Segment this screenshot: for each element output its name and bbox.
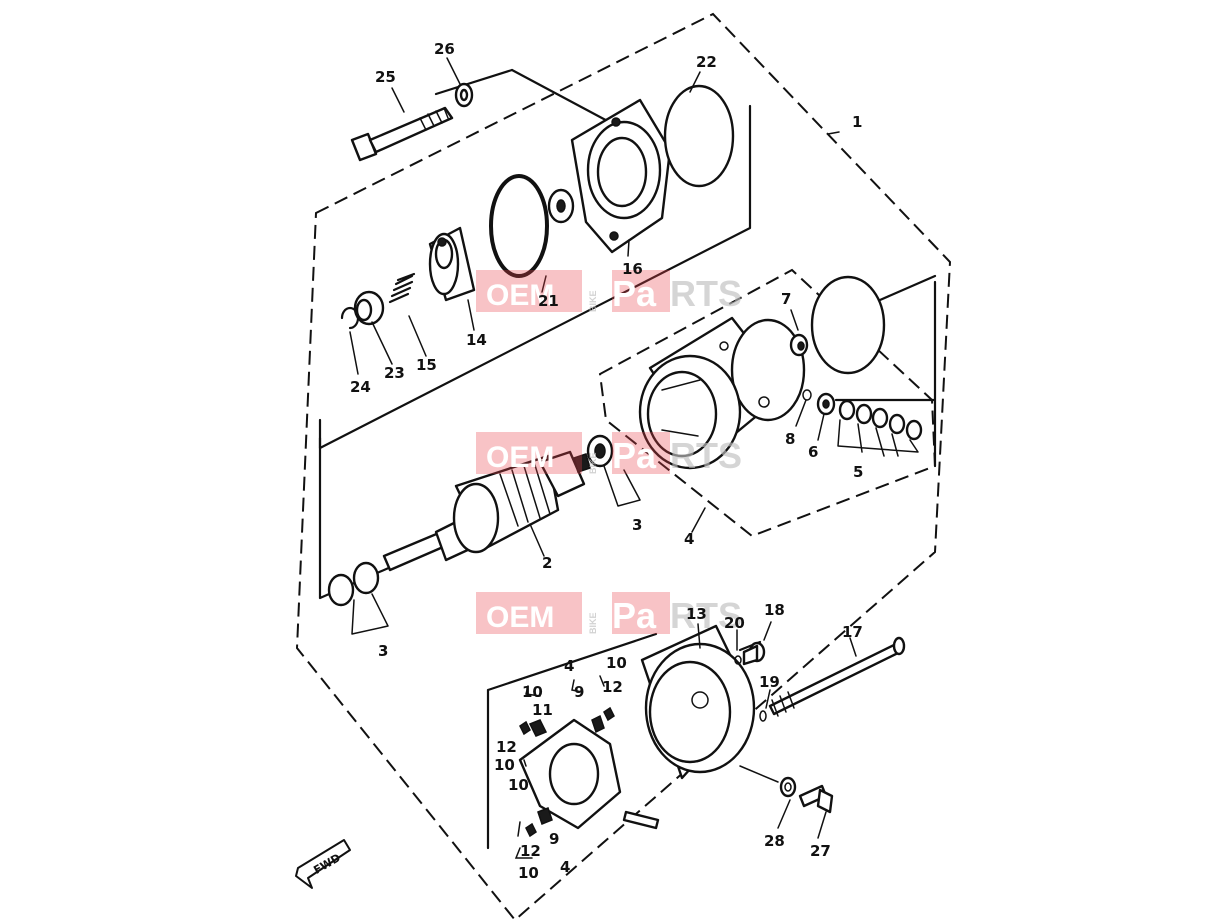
callout-9b: 9	[549, 830, 559, 848]
callout-19: 19	[759, 673, 780, 691]
callout-4c: 4	[560, 858, 570, 876]
washers-3-right	[586, 434, 641, 507]
callout-20: 20	[724, 614, 745, 632]
screw-18	[742, 641, 766, 666]
bolt-25	[350, 106, 454, 162]
callout-28: 28	[764, 832, 785, 850]
callouts: 1 22 25 26 16 21 14 15 23 24 7 8 6 5 3 4…	[350, 40, 863, 882]
callout-5: 5	[853, 463, 863, 481]
callout-10a: 10	[606, 654, 627, 672]
callout-12a: 12	[602, 678, 623, 696]
watermark-rts: RTS	[670, 273, 742, 314]
watermark-pa: Pa	[612, 595, 657, 636]
collar-23	[353, 290, 385, 326]
callout-8: 8	[785, 430, 795, 448]
gasket-right	[810, 275, 886, 375]
callout-12b: 12	[496, 738, 517, 756]
callout-2: 2	[542, 554, 552, 572]
callout-10d: 10	[508, 776, 529, 794]
callout-13: 13	[686, 605, 707, 623]
callout-4b: 4	[564, 657, 574, 675]
callout-3a: 3	[632, 516, 642, 534]
callout-24: 24	[350, 378, 371, 396]
callout-16: 16	[622, 260, 643, 278]
watermark-pa: Pa	[612, 435, 657, 476]
watermark-1: OEM BIKE Pa RTS	[476, 270, 742, 314]
o-ring-19	[759, 710, 767, 722]
washer-set-5	[837, 399, 923, 457]
watermark-bike: BIKE	[588, 452, 598, 474]
callout-21: 21	[538, 292, 559, 310]
nut-6	[816, 392, 836, 416]
callout-10c: 10	[494, 756, 515, 774]
callout-4a: 4	[684, 530, 694, 548]
assembly-boundary	[295, 12, 952, 922]
watermark-oem: OEM	[486, 601, 554, 634]
watermark-rts: RTS	[670, 595, 742, 636]
o-ring-8	[802, 389, 812, 401]
bolt-27	[798, 784, 834, 814]
callout-10e: 10	[518, 864, 539, 882]
small-brackets	[514, 675, 605, 859]
callout-26: 26	[434, 40, 455, 58]
callout-11: 11	[532, 701, 553, 719]
leader-lines	[349, 57, 857, 839]
washer-26	[454, 82, 474, 108]
gasket-22	[663, 84, 735, 188]
callout-3b: 3	[378, 642, 388, 660]
long-bolt-17	[768, 636, 906, 717]
rear-cover-13	[640, 624, 756, 780]
brush-nuts	[519, 706, 615, 838]
nut-7	[789, 333, 809, 357]
watermark-bike: BIKE	[588, 612, 598, 634]
callout-10b: 10	[522, 683, 543, 701]
callout-7: 7	[781, 290, 791, 308]
watermark-oem: OEM	[486, 279, 554, 312]
brush-holder-plate	[518, 714, 660, 830]
callout-1: 1	[852, 113, 862, 131]
callout-18: 18	[764, 601, 785, 619]
front-group-line	[434, 68, 514, 96]
callout-23: 23	[384, 364, 405, 382]
right-group-line	[834, 274, 937, 468]
watermark-pa: Pa	[612, 273, 657, 314]
washers-3-left	[327, 561, 389, 635]
callout-22: 22	[696, 53, 717, 71]
washer-20	[734, 655, 742, 665]
callout-25: 25	[375, 68, 396, 86]
yoke-4	[638, 316, 806, 470]
washer-28	[779, 776, 797, 798]
callout-12c: 12	[520, 842, 541, 860]
watermark-3: OEM BIKE Pa RTS	[476, 592, 742, 636]
callout-27: 27	[810, 842, 831, 860]
o-ring-21	[489, 174, 549, 278]
armature-2	[382, 450, 591, 572]
watermark-oem: OEM	[486, 441, 554, 474]
watermark-bike: BIKE	[588, 290, 598, 312]
clutch-14	[428, 226, 476, 302]
callout-15: 15	[416, 356, 437, 374]
fwd-arrow-icon: FWD	[295, 839, 351, 889]
seal-bracket	[547, 188, 575, 224]
watermark-rts: RTS	[670, 435, 742, 476]
bracket-16	[570, 98, 672, 254]
callout-14: 14	[466, 331, 487, 349]
callout-17: 17	[842, 623, 863, 641]
circlip-24	[340, 306, 360, 330]
watermark-2: OEM BIKE Pa RTS	[476, 432, 742, 476]
callout-6: 6	[808, 443, 818, 461]
spring-15	[388, 272, 416, 304]
